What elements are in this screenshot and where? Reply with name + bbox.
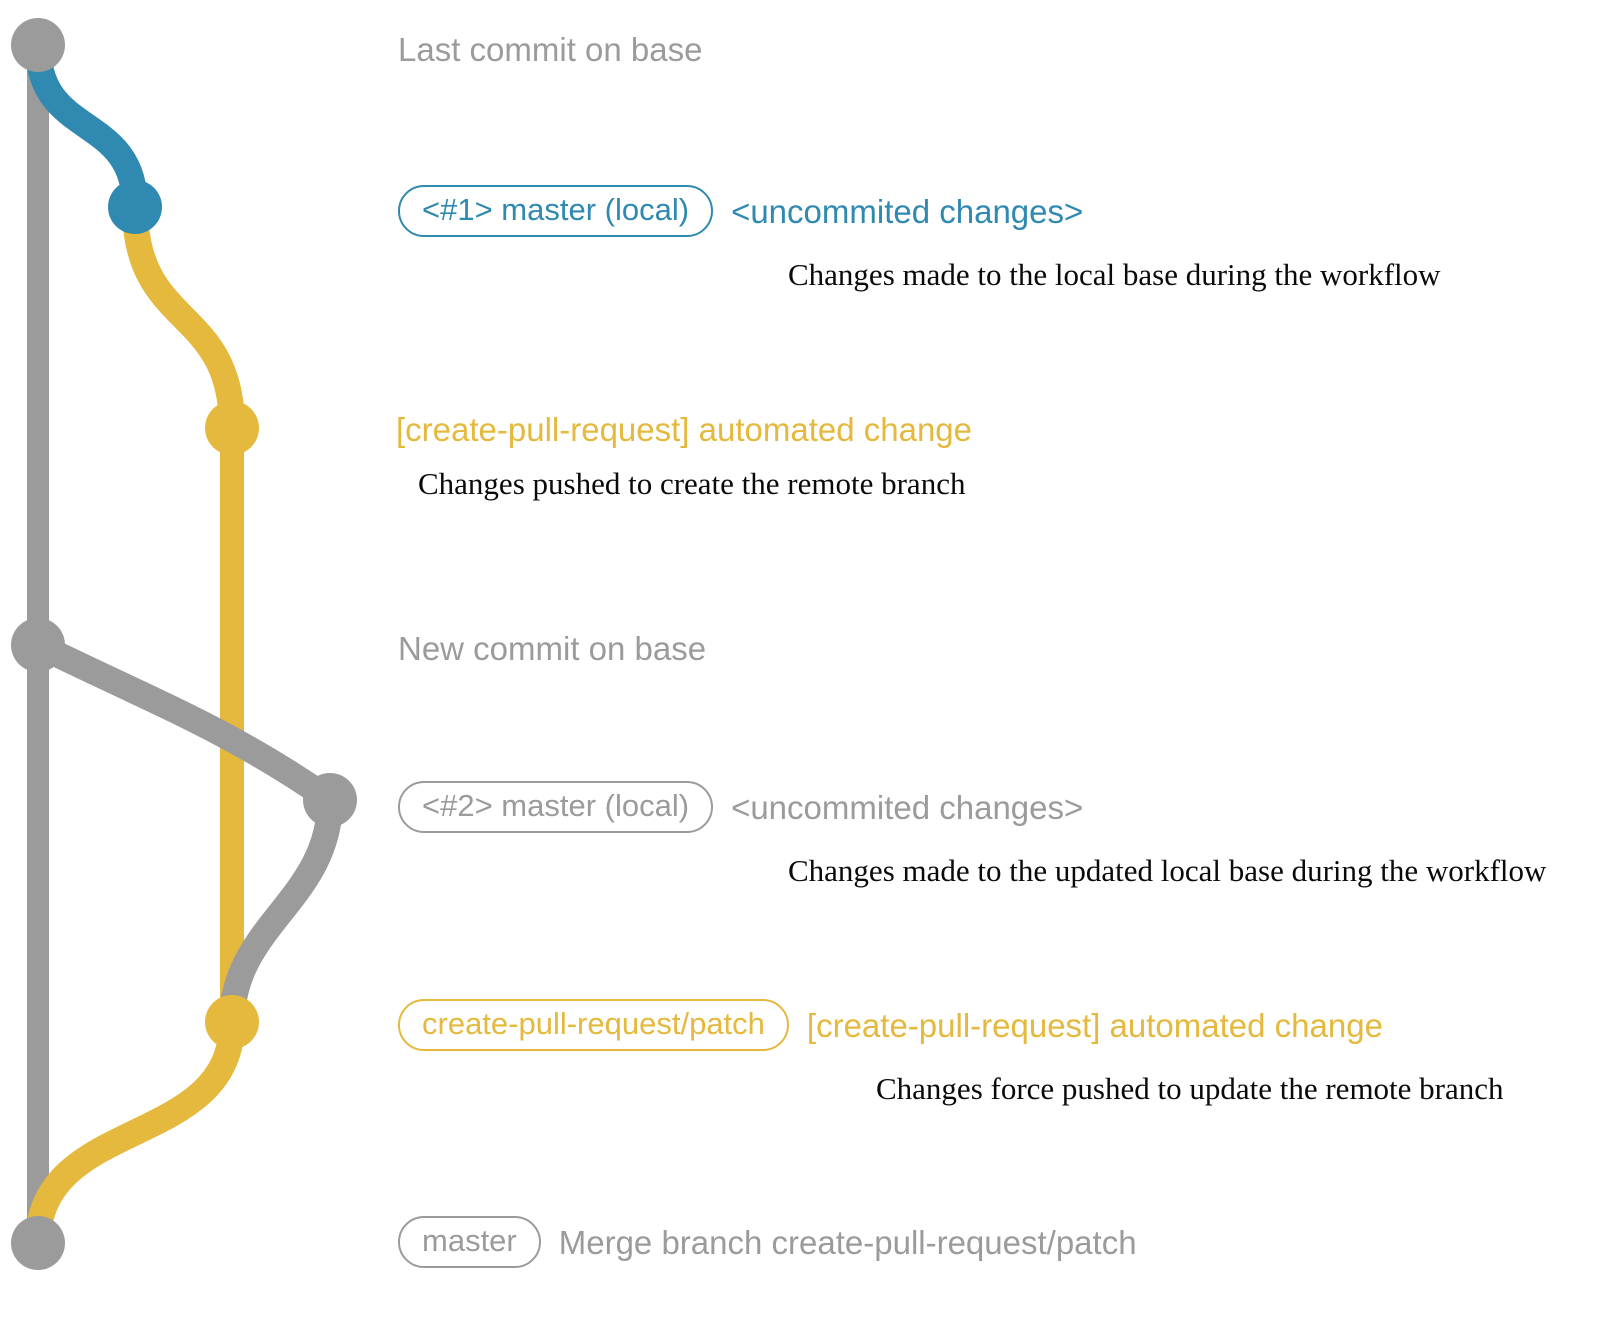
last-commit-title: Last commit on base <box>398 31 703 68</box>
annotation-head: create-pull-request/patch [create-pull-r… <box>398 999 1383 1051</box>
commit-description-3: Changes made to the updated local base d… <box>788 853 1547 888</box>
annotation-master-local-2: <#2> master (local) <uncommited changes>… <box>398 781 1546 886</box>
commit-description-4: Changes force pushed to update the remot… <box>876 1071 1504 1106</box>
annotation-head: master Merge branch create-pull-request/… <box>398 1216 1137 1268</box>
new-commit-title: New commit on base <box>398 630 707 667</box>
annotation-automated-change-2: create-pull-request/patch [create-pull-r… <box>398 999 1504 1104</box>
annotation-head: <#2> master (local) <uncommited changes> <box>398 781 1083 833</box>
branch-badge-master-local-2[interactable]: <#2> master (local) <box>398 781 714 833</box>
commit-message-merge: Merge branch create-pull-request/patch <box>558 1223 1137 1261</box>
commit-message-uncommited-2: <uncommited changes> <box>731 788 1084 826</box>
annotation-new-commit: New commit on base <box>398 632 706 665</box>
commit-message-automated-1: [create-pull-request] automated change <box>396 411 973 448</box>
annotation-master-local-1: <#1> master (local) <uncommited changes>… <box>398 185 1441 290</box>
branch-badge-create-pull-request-patch[interactable]: create-pull-request/patch <box>398 999 789 1051</box>
annotation-head: <#1> master (local) <uncommited changes> <box>398 185 1083 237</box>
annotation-head: New commit on base <box>398 632 706 665</box>
annotation-automated-change-1: [create-pull-request] automated change C… <box>396 413 972 499</box>
branch-badge-master-local-1[interactable]: <#1> master (local) <box>398 185 714 237</box>
branch-badge-master[interactable]: master <box>398 1216 541 1268</box>
annotation-merge-commit: master Merge branch create-pull-request/… <box>398 1216 1137 1268</box>
commit-message-automated-2: [create-pull-request] automated change <box>806 1006 1383 1044</box>
annotation-last-commit: Last commit on base <box>398 33 702 66</box>
commit-description-2: Changes pushed to create the remote bran… <box>418 466 966 501</box>
annotation-head: [create-pull-request] automated change <box>396 413 972 446</box>
commit-message-uncommited-1: <uncommited changes> <box>731 192 1084 230</box>
annotation-head: Last commit on base <box>398 33 702 66</box>
commit-description-1: Changes made to the local base during th… <box>788 257 1441 292</box>
